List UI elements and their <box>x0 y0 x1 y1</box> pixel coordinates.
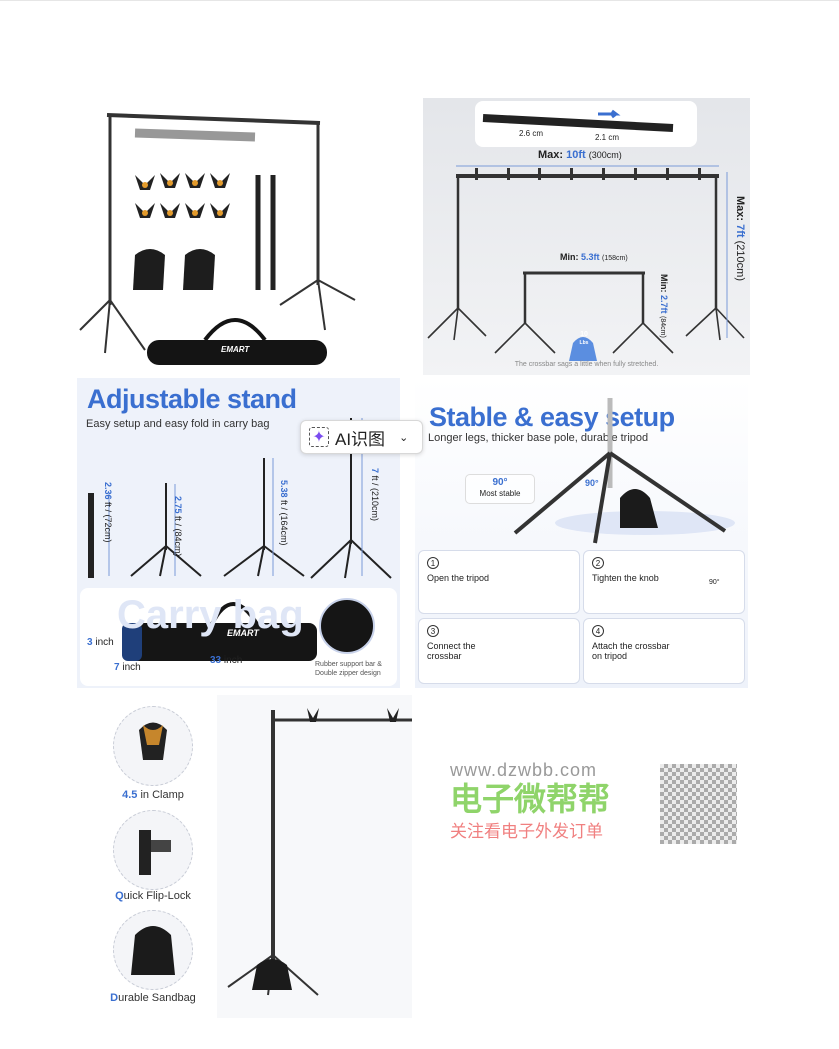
bag-depth: 7 inch <box>114 662 141 673</box>
diameter-large: 2.6 cm <box>519 129 544 138</box>
watermark: www.dzwbb.com 电子微帮帮 关注看电子外发订单 <box>450 760 610 842</box>
product-image-setup: Stable & easy setup Longer legs, thicker… <box>415 378 748 688</box>
watermark-url: www.dzwbb.com <box>450 760 598 780</box>
watermark-slogan: 关注看电子外发订单 <box>450 822 603 841</box>
feature-flip-lock: Quick Flip-Lock <box>115 890 191 902</box>
sparkle-scan-icon: ✦ <box>309 427 329 447</box>
bag-length: 33 inch <box>210 655 243 666</box>
backdrop-stand-kit-illustration <box>79 113 356 365</box>
product-image-dimensions: 2.6 cm 2.1 cm Max: 10ft (300cm) Min: 5.3… <box>423 98 750 375</box>
top-divider <box>0 0 839 1</box>
bag-brand: EMART <box>227 628 259 638</box>
min-width-label: Min: 5.3ft (158cm) <box>560 252 628 262</box>
feature-sandbag: Durable Sandbag <box>110 992 196 1004</box>
carry-bag-watermark: Carry bag <box>117 593 304 637</box>
product-image-adjustable: Adjustable stand Easy setup and easy fol… <box>77 378 400 688</box>
qr-code <box>660 764 737 844</box>
product-image-features: 4.5 in Clamp Quick Flip-Lock Durable San… <box>77 690 412 1018</box>
max-height-label: Max: 7ft (210cm) <box>734 196 746 281</box>
product-image-kit: EMART <box>75 95 415 375</box>
bag-brand-logo: EMART <box>221 345 250 354</box>
tripod-illustration <box>513 398 735 544</box>
height-label-1: 2.36 ft / (72cm) <box>103 482 113 543</box>
adjustable-title: Adjustable stand <box>87 384 297 414</box>
chevron-down-icon[interactable]: ⌄ <box>399 431 409 444</box>
adjustable-subtitle: Easy setup and easy fold in carry bag <box>86 418 270 430</box>
ai-button-label: AI识图 <box>335 429 386 449</box>
tripod-angle: 90° <box>585 478 599 488</box>
height-label-2: 2.75 ft / (84cm) <box>173 496 183 557</box>
watermark-name: 电子微帮帮 <box>450 781 611 817</box>
min-height-label: Min: 2.7ft (84cm) <box>659 274 669 338</box>
sag-caption: The crossbar sags a little when fully st… <box>514 361 659 368</box>
feature-illustrations <box>131 695 412 1018</box>
bag-note: Rubber support bar & Double zipper desig… <box>315 661 382 677</box>
height-label-3: 5.38 ft / (164cm) <box>279 480 289 546</box>
setup-title: Stable & easy setup <box>429 402 675 432</box>
max-width-label: Max: 10ft (300cm) <box>538 149 622 161</box>
height-label-4: 7 ft / (210cm) <box>370 468 380 522</box>
feature-clamp: 4.5 in Clamp <box>122 789 184 801</box>
most-stable-badge: 90°Most stable <box>465 474 535 504</box>
height-stages-illustration <box>80 418 397 686</box>
ai-image-recognition-button[interactable]: ✦ AI识图 ⌄ <box>300 420 423 454</box>
diameter-small: 2.1 cm <box>595 133 620 142</box>
dimension-illustration <box>427 109 745 361</box>
setup-subtitle: Longer legs, thicker base pole, durable … <box>428 432 649 444</box>
bag-height: 3 inch <box>87 637 114 648</box>
